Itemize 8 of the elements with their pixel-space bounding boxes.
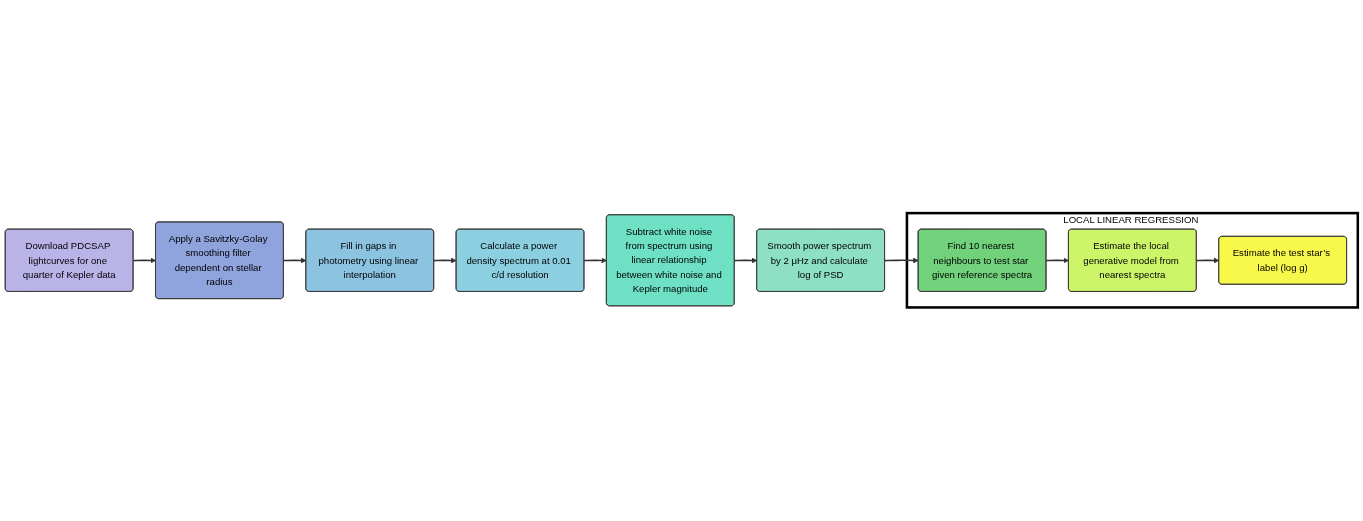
arrow	[433, 257, 457, 264]
arrow	[132, 257, 157, 264]
arrow	[884, 257, 919, 264]
arrow	[733, 257, 758, 264]
arrow	[282, 257, 307, 264]
arrow	[1045, 257, 1069, 264]
arrow	[1195, 257, 1220, 264]
arrow	[583, 257, 607, 264]
